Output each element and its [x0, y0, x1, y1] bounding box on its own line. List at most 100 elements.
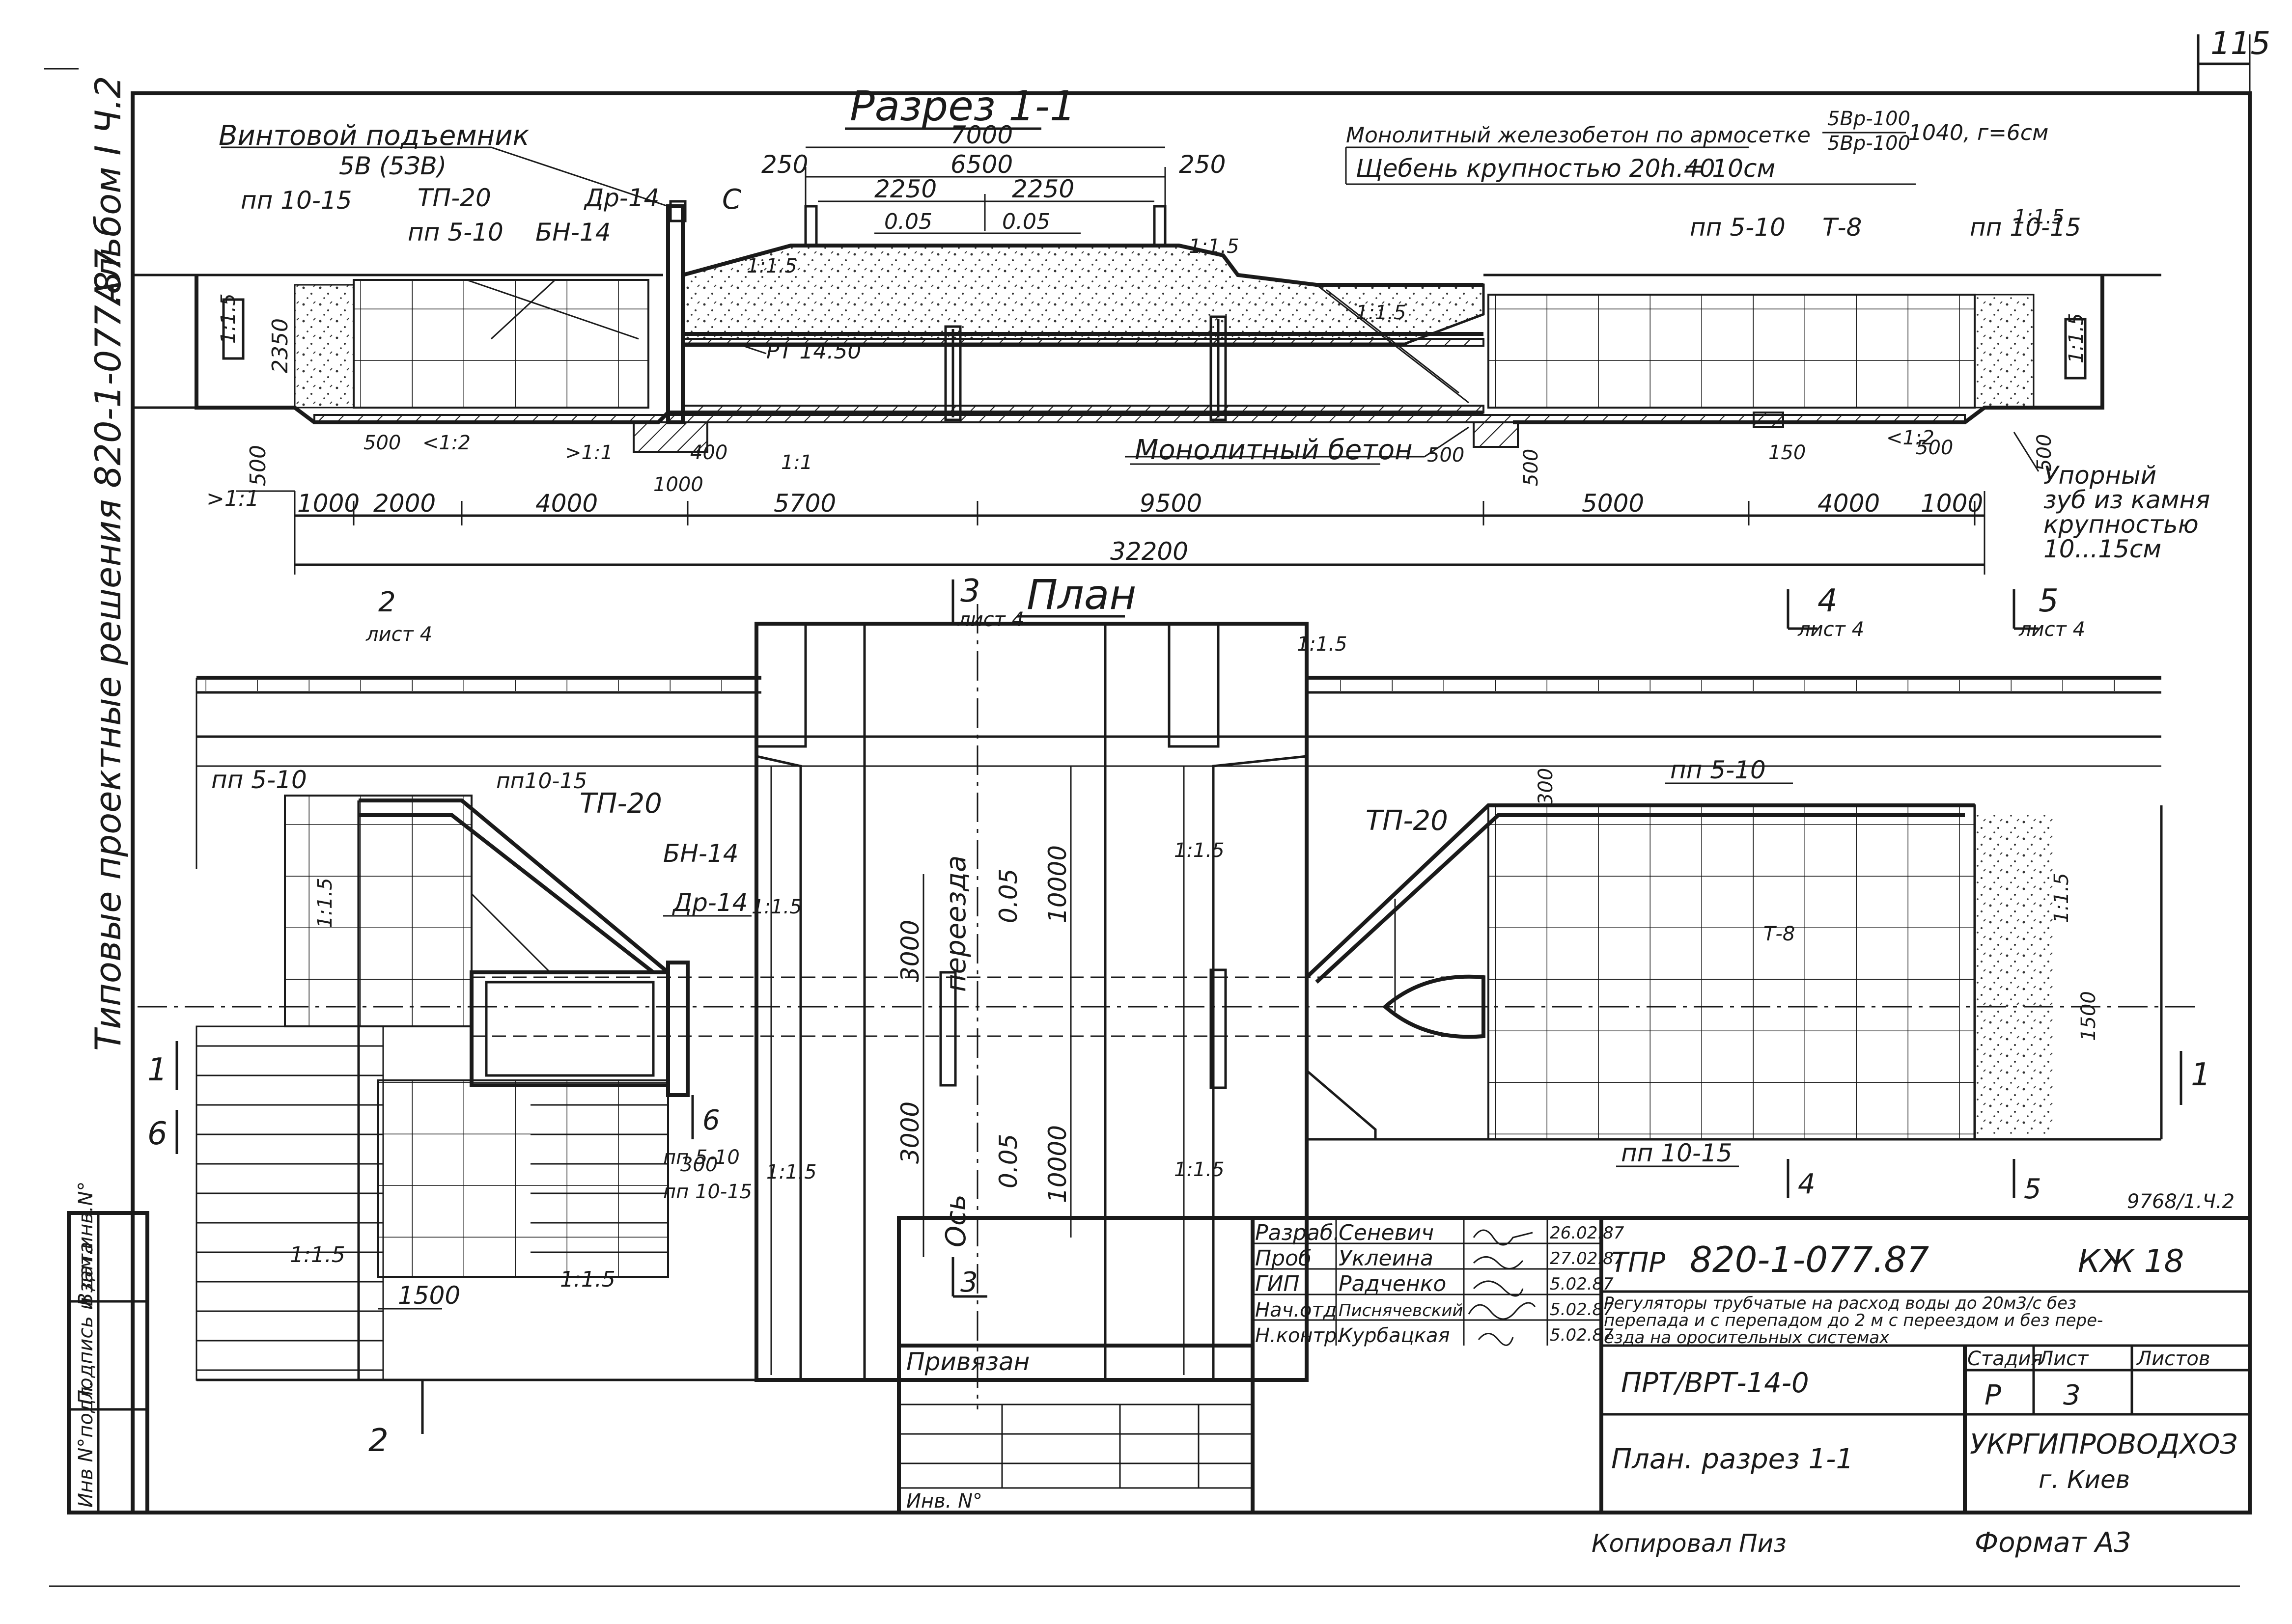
- sec-pp10-15-left: пп 10-15: [241, 186, 352, 215]
- desc-line2: перепада и с перепадом до 2 м с переездо…: [1604, 1311, 2103, 1330]
- sec-pipe-label: РТ 14.50: [766, 339, 861, 364]
- series-caption: Типовые проектные решения 820-1-077.87: [87, 248, 129, 1051]
- project-prefix: ТПР: [1611, 1247, 1665, 1279]
- grade-1: 0.05: [884, 209, 932, 234]
- date-4: 5.02.87: [1550, 1325, 1614, 1345]
- slope-s7: <1:2: [422, 432, 471, 454]
- slope-s9: 1:1: [781, 451, 812, 474]
- chain-4000a: 4000: [535, 489, 598, 518]
- plan-slope-d: 1:1.5: [1174, 839, 1225, 862]
- plan-tp20-a: ТП-20: [580, 788, 662, 820]
- plan-pp10-15-a: пп10-15: [496, 769, 587, 794]
- slope-s1: 1:1.5: [217, 293, 240, 344]
- mesh-top: 5Вр-100: [1827, 108, 1910, 130]
- role-0: Разраб.: [1255, 1220, 1340, 1245]
- dim-500d: 500: [1916, 437, 1953, 459]
- plan-slope-b: 1:1.5: [314, 878, 336, 928]
- plan-slope-g: 1:1.5: [290, 1242, 345, 1267]
- gravel-note: Щебень крупностью 20...40: [1356, 154, 1715, 183]
- plan-slope-e: 1:1.5: [766, 1161, 817, 1184]
- dim-10000a: 10000: [1043, 845, 1072, 923]
- chain-5700: 5700: [774, 489, 836, 518]
- cut5-top: 5: [2039, 583, 2059, 619]
- plan-pp10-15-c: пп 10-15: [1621, 1139, 1733, 1167]
- plan-tp20-b: ТП-20: [1366, 805, 1448, 837]
- axis-label: Ось: [940, 1194, 972, 1247]
- dim-1500a: 1500: [398, 1281, 460, 1310]
- dim-2250a: 2250: [874, 175, 937, 203]
- slope-s5: 1:1.5: [1356, 302, 1406, 324]
- sec-letter-c: С: [722, 184, 741, 216]
- mesh-bottom: 5Вр-100: [1827, 132, 1910, 155]
- drawing-name: План. разрез 1-1: [1611, 1443, 1853, 1475]
- role-2: ГИП: [1255, 1271, 1300, 1296]
- desc-line3: езда на оросительных системах: [1604, 1328, 1890, 1348]
- plan-slope-a: 1:1.5: [1297, 633, 1347, 656]
- mesh-tail: 1040, г=6см: [1908, 120, 2048, 145]
- project-code: 820-1-077.87: [1690, 1239, 1929, 1280]
- dim-500c: 500: [1520, 449, 1542, 486]
- cut4-sheet: лист 4: [1797, 618, 1864, 641]
- drawing-code: ПРТ/ВРТ-14-0: [1621, 1367, 1809, 1399]
- chain-5000: 5000: [1582, 489, 1644, 518]
- plan-pp5-10-a: пп 5-10: [211, 766, 307, 794]
- plan-bn14: БН-14: [663, 839, 739, 868]
- sec-pp10-15-right: пп 10-15: [1970, 213, 2081, 242]
- slope-s11: 1:1.5: [2014, 206, 2065, 228]
- plan-pp10-15-b: пп 10-15: [663, 1181, 752, 1203]
- dim-3000b: 3000: [896, 1101, 924, 1164]
- chain-1000b: 1000: [1921, 489, 1983, 518]
- bound-label: Привязан: [906, 1348, 1030, 1376]
- cut3-top: 3: [960, 573, 980, 609]
- cut1-right: 1: [2191, 1057, 2211, 1093]
- sheet-header: Лист: [2038, 1348, 2089, 1370]
- chain-total: 32200: [1110, 537, 1188, 566]
- sheets-header: Листов: [2136, 1348, 2210, 1370]
- concrete-note: Монолитный железобетон по армосетке: [1346, 123, 1811, 148]
- monolith-label: Монолитный бетон: [1135, 434, 1413, 466]
- role-4: Н.контр.: [1255, 1324, 1343, 1347]
- plan-pp5-10-b: пп 5-10: [663, 1146, 740, 1169]
- sec-pp5-10-left: пп 5-10: [408, 218, 503, 247]
- dim-1000c: 1000: [653, 473, 703, 496]
- plan-slope-h: 1:1.5: [560, 1267, 615, 1292]
- name-1: Уклеина: [1339, 1246, 1433, 1271]
- plan-dr14: Др-14: [672, 888, 748, 917]
- sheet-mark: КЖ 18: [2078, 1243, 2184, 1280]
- sec-pp5-10-right: пп 5-10: [1690, 213, 1786, 242]
- grade-bottom: 0.05: [994, 1134, 1023, 1188]
- slope-s6: >1:1: [206, 486, 259, 511]
- cut6-left: 6: [147, 1116, 168, 1152]
- chain-9500: 9500: [1140, 489, 1202, 518]
- dim-2350: 2350: [268, 318, 293, 373]
- title-block: Разраб. Сеневич 26.02.87 Проб Уклеина 27…: [897, 1216, 2252, 1514]
- org-name: УКРГИПРОВОДХОЗ: [1970, 1429, 2237, 1460]
- copied-sign: Пиз: [1739, 1529, 1787, 1558]
- dim-3000a: 3000: [896, 920, 924, 982]
- cut4-top: 4: [1817, 583, 1838, 619]
- dim-2250b: 2250: [1012, 175, 1074, 203]
- dim-300a: 300: [1535, 768, 1557, 805]
- slope-s8: >1:1: [565, 441, 613, 464]
- desc-line1: Регуляторы трубчатые на расход воды до 2…: [1604, 1294, 2076, 1313]
- page-number: 115: [2210, 26, 2270, 62]
- dim-400: 400: [690, 441, 727, 464]
- album-caption: Альбом Ⅰ Ч.2: [87, 76, 129, 306]
- plan-slope-c: 1:1.5: [752, 896, 802, 918]
- role-1: Проб: [1255, 1246, 1312, 1271]
- sec-tp20: ТП-20: [418, 184, 491, 212]
- dim-10000b: 10000: [1043, 1125, 1072, 1203]
- role-3: Нач.отд: [1255, 1299, 1337, 1321]
- stage-header: Стадия: [1967, 1348, 2042, 1370]
- strip-replace-inv: Взам.инв.N°: [75, 1182, 97, 1306]
- cut3-sheet: лист 4: [957, 608, 1024, 631]
- grade-2: 0.05: [1002, 209, 1050, 234]
- cut6-mid: 6: [702, 1104, 720, 1136]
- copied-by: Копировал: [1592, 1529, 1732, 1558]
- grade-top: 0.05: [994, 869, 1023, 923]
- stop-label-4: 10...15см: [2043, 535, 2161, 563]
- stop-label-1: Упорный: [2043, 461, 2156, 490]
- crossing-axis: переезда: [940, 855, 972, 992]
- dim-500b: 500: [1427, 444, 1464, 467]
